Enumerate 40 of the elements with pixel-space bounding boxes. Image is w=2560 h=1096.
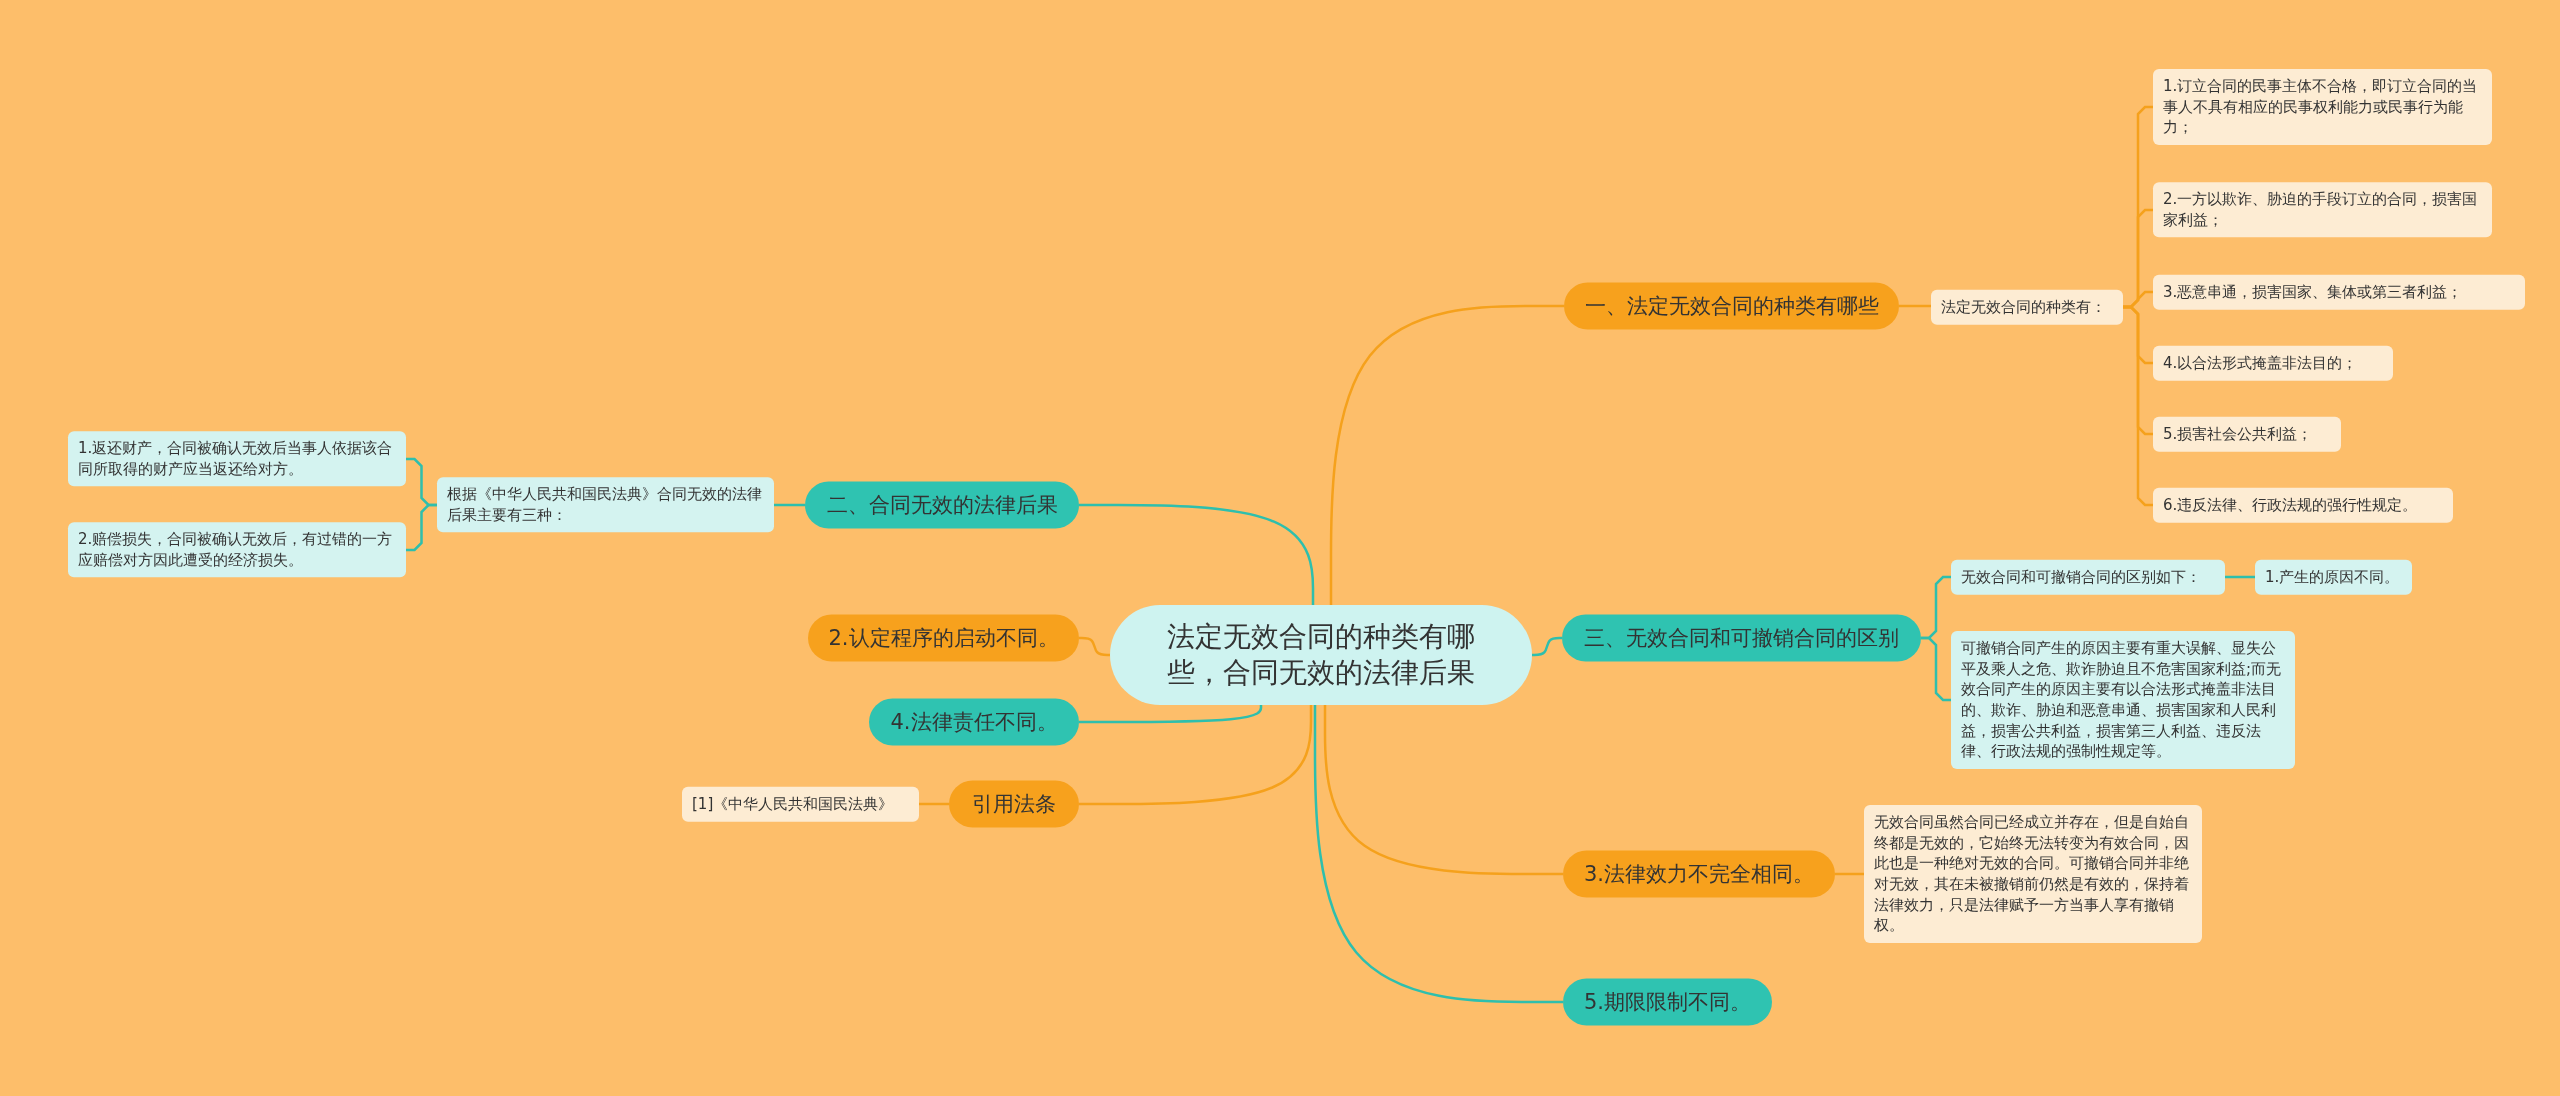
branch-topic: 3.法律效力不完全相同。 bbox=[1563, 850, 1835, 898]
detail-note: 根据《中华人民共和国民法典》合同无效的法律后果主要有三种： bbox=[437, 477, 774, 533]
connector-line bbox=[919, 802, 949, 806]
branch-topic: 2.认定程序的启动不同。 bbox=[808, 614, 1079, 662]
connector-line bbox=[1323, 705, 1563, 876]
branch-topic: 三、无效合同和可撤销合同的区别 bbox=[1562, 614, 1921, 662]
branch-topic: 5.期限限制不同。 bbox=[1563, 978, 1772, 1026]
connector-line bbox=[1921, 636, 1951, 702]
main-topic: 法定无效合同的种类有哪些，合同无效的法律后果 bbox=[1110, 605, 1532, 705]
detail-note: 1.返还财产，合同被确认无效后当事人依据该合同所取得的财产应当返还给对方。 bbox=[68, 431, 406, 487]
connector-line bbox=[1079, 636, 1110, 657]
branch-topic: 4.法律责任不同。 bbox=[869, 698, 1079, 746]
detail-note: 法定无效合同的种类有： bbox=[1931, 289, 2123, 325]
detail-note: 1.订立合同的民事主体不合格，即订立合同的当事人不具有相应的民事权利能力或民事行为能力； bbox=[2153, 68, 2492, 146]
detail-note: 5.损害社会公共利益； bbox=[2153, 416, 2341, 452]
connector-line bbox=[1079, 705, 1263, 724]
connector-line bbox=[2225, 575, 2255, 579]
connector-line bbox=[774, 503, 805, 507]
detail-note: 无效合同虽然合同已经成立并存在，但是自始自终都是无效的，它始终无法转变为有效合同，因此也是一种绝对无效的合同。可撤销合同并非绝对无效，其在未被撤销前仍然是有效的，保持着法律效力，只是法律赋予一方当事人享有撤销权。 bbox=[1864, 804, 2202, 944]
connector-line bbox=[1329, 304, 1564, 605]
connector-line bbox=[1079, 705, 1313, 806]
connector-line bbox=[1079, 503, 1315, 605]
detail-note: 可撤销合同产生的原因主要有重大误解、显失公平及乘人之危、欺诈胁迫且不危害国家利益;而无效合同产生的原因主要有以合法形式掩盖非法目的、欺诈、胁迫和恶意串通、损害国家和人民利益，损害公共利益，损害第三人利益、违反法律、行政法规的强制性规定等。 bbox=[1951, 630, 2295, 770]
detail-note: 6.违反法律、行政法规的强行性规定。 bbox=[2153, 487, 2453, 523]
detail-note: 2.一方以欺诈、胁迫的手段订立的合同，损害国家利益； bbox=[2153, 182, 2492, 238]
connector-line bbox=[1899, 304, 1931, 308]
detail-note: 1.产生的原因不同。 bbox=[2255, 559, 2412, 595]
connector-line bbox=[2123, 305, 2153, 507]
connector-line bbox=[1532, 636, 1562, 657]
connector-line bbox=[1313, 705, 1563, 1004]
connector-line bbox=[406, 503, 437, 552]
detail-note: 4.以合法形式掩盖非法目的； bbox=[2153, 345, 2393, 381]
detail-note: 无效合同和可撤销合同的区别如下： bbox=[1951, 559, 2225, 595]
branch-topic: 引用法条 bbox=[949, 780, 1079, 828]
detail-note: 3.恶意串通，损害国家、集体或第三者利益； bbox=[2153, 274, 2525, 310]
connector-line bbox=[1835, 872, 1864, 876]
branch-topic: 一、法定无效合同的种类有哪些 bbox=[1564, 282, 1899, 330]
branch-topic: 二、合同无效的法律后果 bbox=[805, 481, 1079, 529]
detail-note: [1]《中华人民共和国民法典》 bbox=[682, 786, 919, 822]
detail-note: 2.赔偿损失，合同被确认无效后，有过错的一方应赔偿对方因此遭受的经济损失。 bbox=[68, 522, 406, 578]
